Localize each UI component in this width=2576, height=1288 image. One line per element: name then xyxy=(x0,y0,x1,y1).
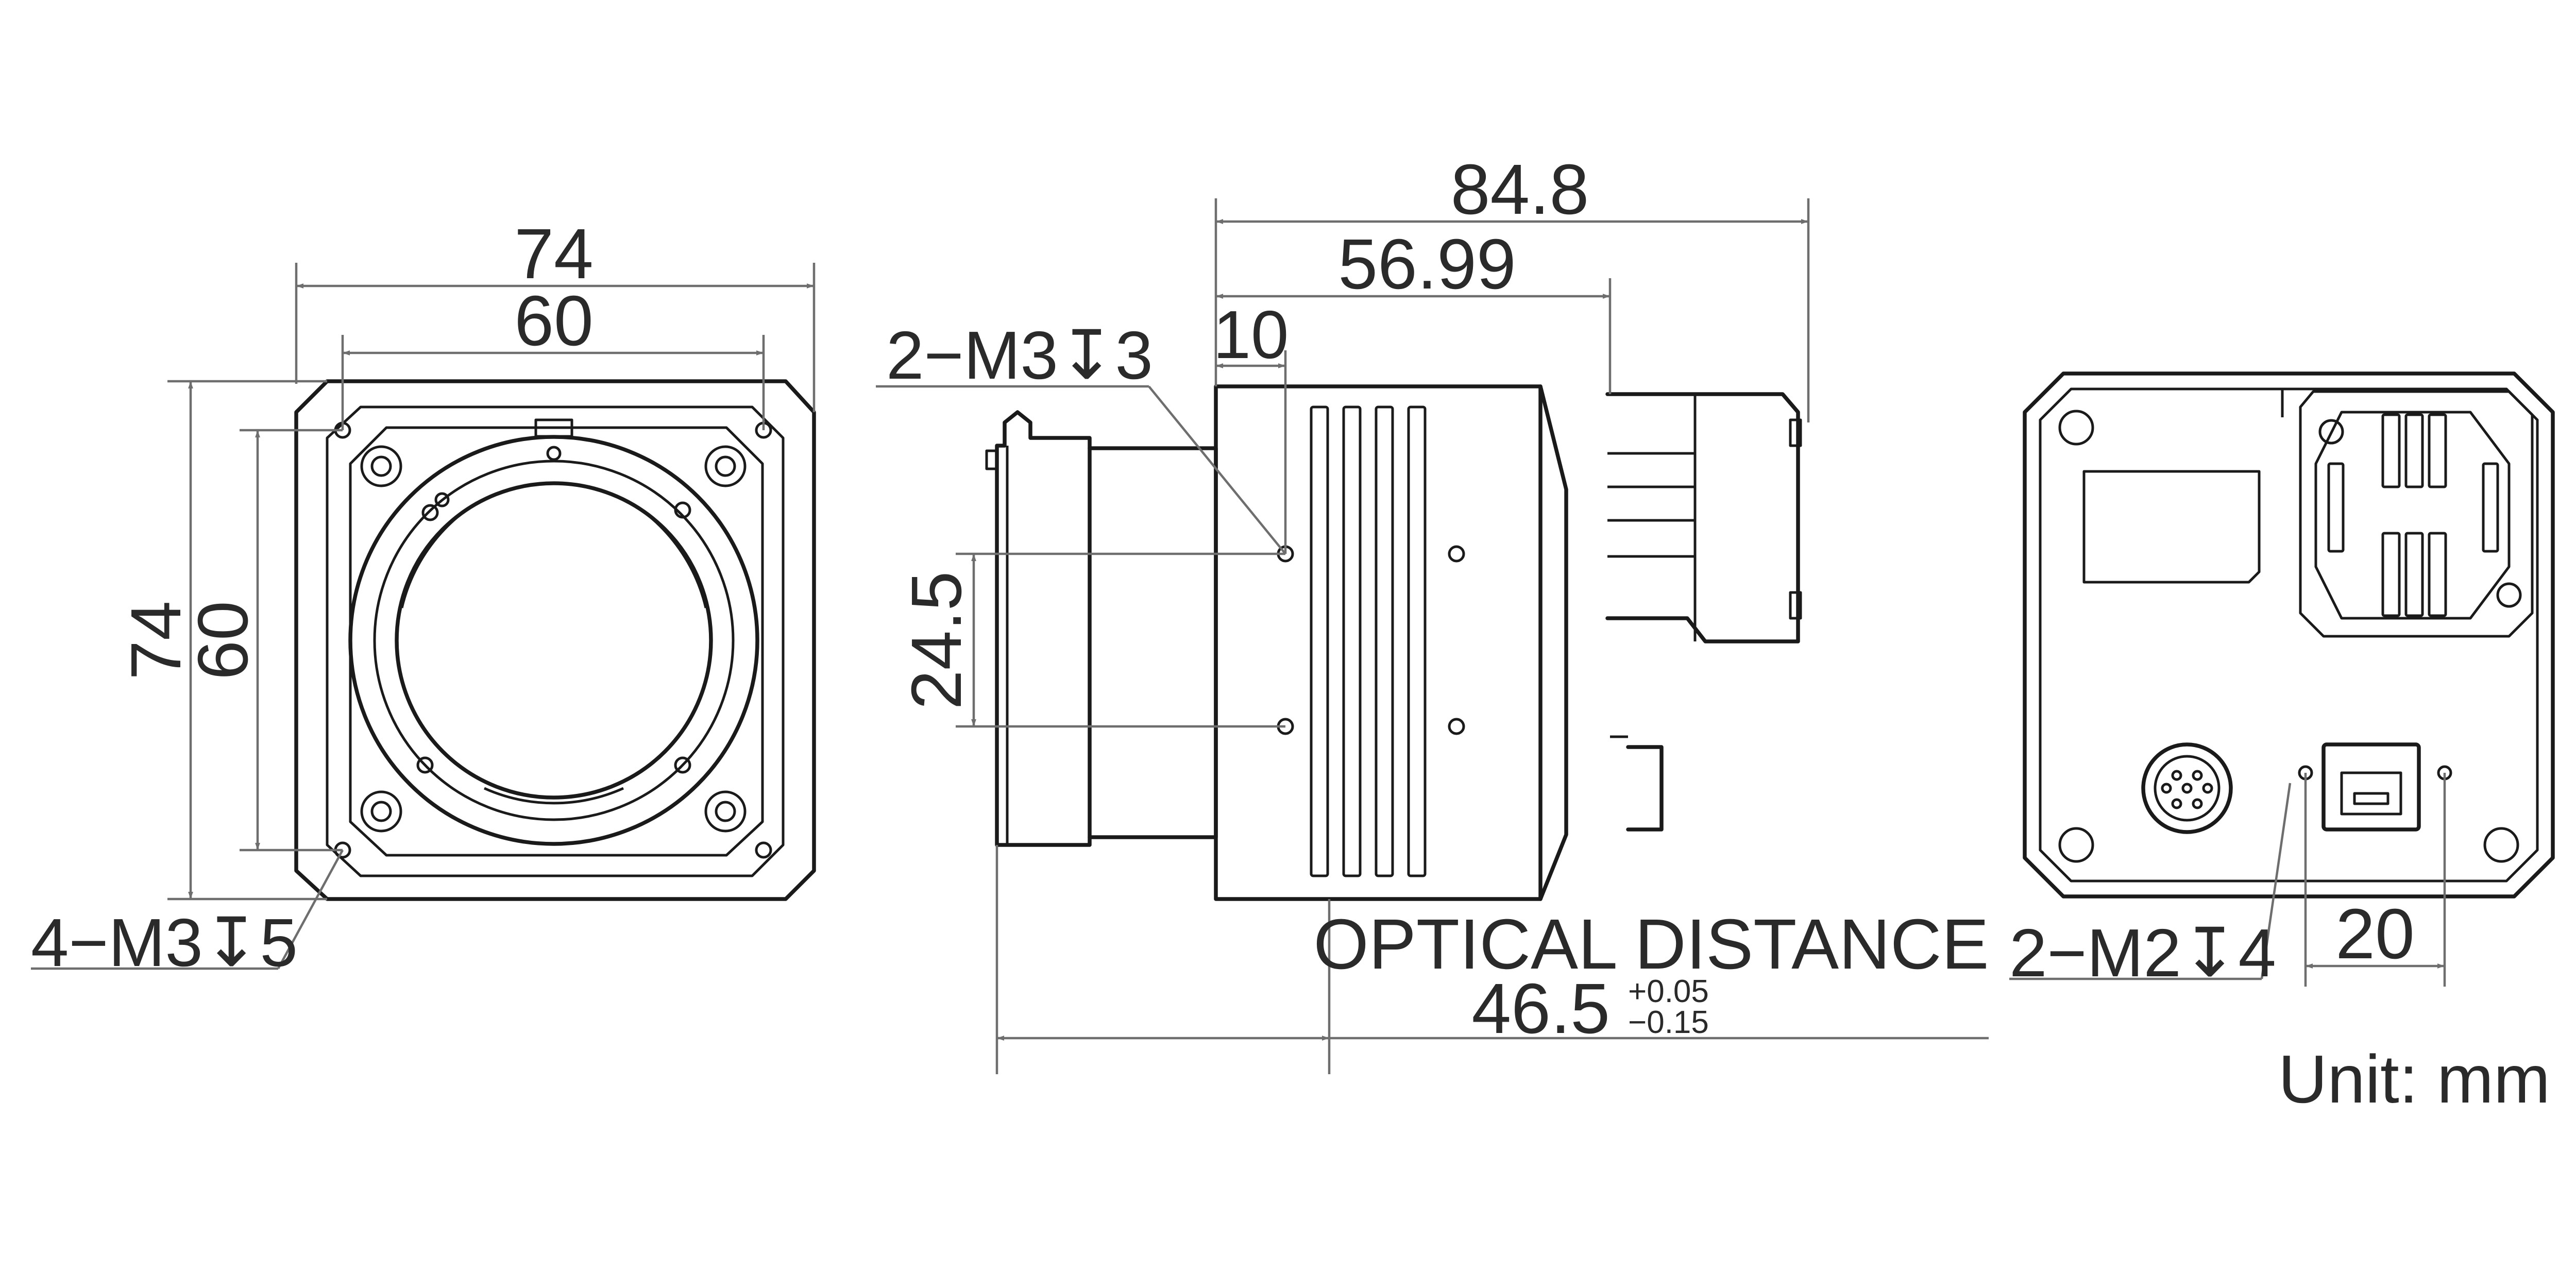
rear-dimensions xyxy=(2009,773,2446,987)
rear-io-connector xyxy=(2141,742,2233,834)
side-hole-offset-label: 10 xyxy=(1213,297,1289,372)
optical-distance-tolerance-plus: +0.05 xyxy=(1628,974,1709,1009)
rear-ethernet-port xyxy=(2321,742,2421,832)
rear-hole-spacing-label: 20 xyxy=(2335,894,2415,974)
unit-label: Unit: mm xyxy=(2278,1041,2550,1117)
rear-outer-outline xyxy=(2023,371,2555,899)
side-view xyxy=(876,198,1989,1074)
rear-view xyxy=(2009,371,2555,987)
side-rear-connector xyxy=(1605,392,1800,643)
front-width-outer-label: 74 xyxy=(514,214,594,294)
side-cooling-fins xyxy=(1310,405,1427,877)
rear-heatsink xyxy=(2281,389,2534,638)
side-holes xyxy=(1277,545,1465,735)
front-view xyxy=(31,263,816,970)
side-holes-note: 2−M3↧3 xyxy=(886,317,1153,393)
optical-distance-value: 46.5 xyxy=(1471,969,1610,1048)
front-screws xyxy=(360,445,747,833)
dimension-labels: 74 60 74 60 4−M3↧5 84.8 56.99 10 2−M3↧3 … xyxy=(31,150,2550,1117)
side-main-body xyxy=(1214,384,1568,901)
side-length-total-label: 84.8 xyxy=(1451,150,1589,229)
side-hole-spacing-label: 24.5 xyxy=(897,571,976,710)
optical-distance-title: OPTICAL DISTANCE xyxy=(1313,905,1989,984)
front-width-holes-label: 60 xyxy=(514,281,594,361)
front-height-holes-label: 60 xyxy=(183,601,263,680)
optical-distance-tolerance-minus: −0.15 xyxy=(1628,1005,1709,1040)
side-neck xyxy=(1088,446,1218,839)
front-outer-outline xyxy=(294,379,816,901)
front-dimensions xyxy=(31,263,816,970)
front-height-outer-label: 74 xyxy=(116,601,196,680)
side-io-connector xyxy=(1626,745,1664,832)
rear-holes-note: 2−M2↧4 xyxy=(2009,915,2276,991)
front-plate-step xyxy=(349,426,764,857)
lens-mount xyxy=(348,418,759,846)
side-length-body-label: 56.99 xyxy=(1338,225,1516,304)
side-lens-adapter xyxy=(995,410,1092,847)
front-mounting-holes xyxy=(334,421,772,859)
front-holes-note: 4−M3↧5 xyxy=(31,905,298,980)
rear-label-plate xyxy=(2082,470,2261,584)
side-dimensions xyxy=(876,198,1989,1074)
